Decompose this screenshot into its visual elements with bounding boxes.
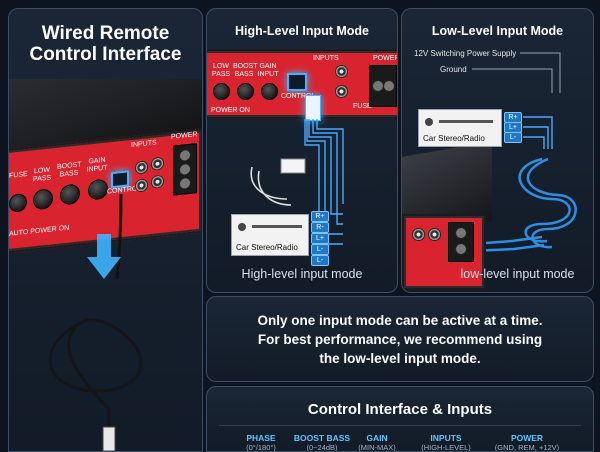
notice-line-1: Only one input mode can be active at a t… [257, 313, 543, 328]
left-panel: Wired Remote Control Interface FUSE LOW … [8, 8, 203, 452]
power-terminal[interactable] [448, 222, 474, 262]
col-gain-sub: (MIN-MAX) [358, 443, 396, 452]
col-gain-head: GAIN [366, 433, 388, 443]
rca-jack-1[interactable] [335, 65, 348, 78]
high-level-caption: High-level input mode [241, 267, 363, 281]
rca-jack-2[interactable] [428, 228, 441, 241]
amp-label-fuse: FUSE [353, 103, 372, 110]
amp-label-boost-bass: BOOST BASS [233, 63, 258, 78]
high-level-title: High-Level Input Mode [234, 24, 370, 38]
low-level-wires [471, 52, 577, 253]
high-amp-faceplate: LOW PASS BOOST BASS GAIN INPUT POWER ON … [207, 49, 398, 119]
col-power-head: POWER [510, 433, 544, 443]
amp-label-power: POWER [373, 55, 398, 62]
stereo-slot [252, 225, 302, 228]
notice-line-2: For best performance, we recommend using [257, 332, 543, 347]
col-inputs-head: INPUTS [430, 433, 462, 443]
terminal-screw [383, 80, 395, 92]
control-port[interactable] [287, 73, 307, 91]
amp-label-gain-input: GAIN INPUT [257, 63, 279, 78]
low-level-title: Low-Level Input Mode [431, 24, 564, 38]
low-amp-faceplate [402, 214, 486, 290]
notice-panel: Only one input mode can be active at a t… [206, 296, 594, 382]
low-pass-knob[interactable] [213, 83, 230, 100]
high-conn-2: R- [311, 222, 329, 233]
notice-line-3: the low-level input mode. [319, 351, 481, 366]
harness-connector-icon [280, 158, 306, 174]
amp-label-low-pass: LOW PASS [211, 63, 231, 78]
low-car-stereo: Car Stereo/Radio [418, 109, 502, 147]
high-stereo-label: Car Stereo/Radio [236, 243, 298, 252]
stereo-slot [439, 120, 493, 123]
low-level-caption: low-level input mode [460, 267, 575, 281]
high-conn-4: L- [311, 244, 329, 255]
rca-jack-2[interactable] [335, 85, 348, 98]
boost-bass-knob[interactable] [237, 83, 254, 100]
col-boost-head: BOOST BASS [293, 433, 351, 443]
col-inputs-sub: (HIGH-LEVEL) [421, 443, 471, 452]
low-level-panel: Low-Level Input Mode 12V Switching Power… [401, 8, 594, 293]
low-stereo-label: Car Stereo/Radio [423, 134, 485, 143]
stereo-slot [425, 118, 433, 126]
col-phase-sub: (0°/180°) [246, 443, 276, 452]
high-level-wires [250, 119, 344, 245]
control-title: Control Interface & Inputs [307, 401, 493, 418]
rca-jack-1[interactable] [412, 228, 425, 241]
note-power-supply: 12V Switching Power Supply [414, 49, 517, 58]
power-terminal[interactable] [369, 65, 397, 107]
cable-plug-icon [102, 426, 116, 451]
left-title-line1: Wired Remote [41, 23, 170, 44]
col-power-sub: (GND, REM, +12V) [494, 443, 560, 452]
col-phase-head: PHASE [246, 433, 276, 443]
low-conn-3: L- [504, 132, 522, 143]
high-car-stereo: Car Stereo/Radio [231, 214, 309, 256]
high-conn-1: R+ [311, 211, 329, 222]
left-title-line2: Control Interface [29, 44, 182, 65]
terminal-screw [455, 243, 467, 255]
control-divider [219, 425, 581, 426]
note-ground: Ground [440, 65, 467, 74]
down-arrow-icon [87, 234, 121, 279]
col-boost-sub: (0~24dB) [306, 443, 338, 452]
high-conn-5: L- [311, 255, 329, 266]
stereo-slot [238, 223, 246, 231]
amp-label-power-on: POWER ON [211, 107, 250, 114]
high-conn-3: L+ [311, 233, 329, 244]
amp-label-inputs: INPUTS [313, 55, 339, 62]
remote-cable [48, 193, 143, 451]
gain-knob[interactable] [261, 83, 278, 100]
terminal-screw [455, 227, 467, 239]
control-panel: Control Interface & Inputs PHASE (0°/180… [206, 386, 594, 452]
amp-label-control: CONTROL [281, 93, 316, 100]
high-level-panel: High-Level Input Mode LOW PASS BOOST BAS… [206, 8, 398, 293]
